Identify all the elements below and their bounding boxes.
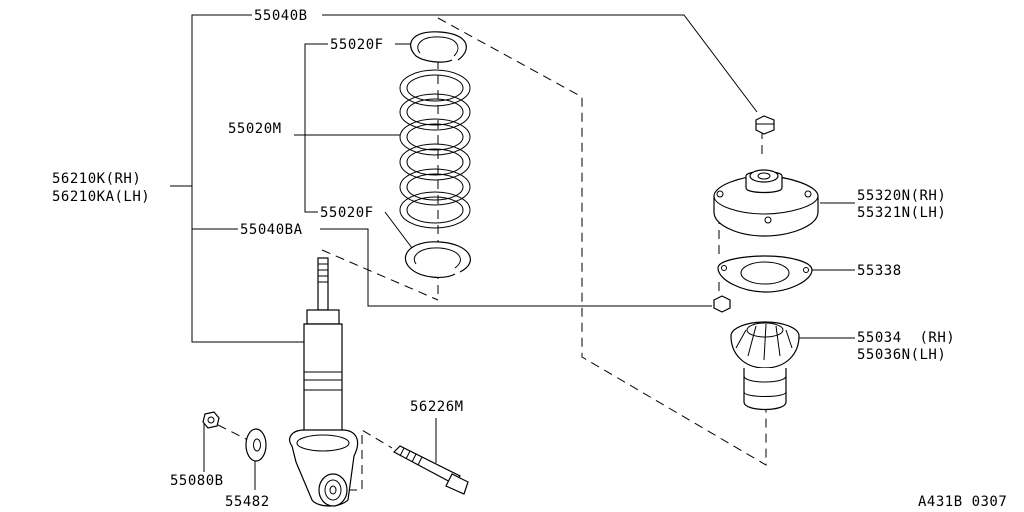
strut-mount (713, 169, 819, 237)
spring-seat-lower-leader (384, 211, 413, 249)
label-55080b: 55080B (170, 473, 224, 489)
gasket-55338 (717, 255, 813, 293)
alignment-dashes (217, 17, 767, 491)
dash-strut-to-bolt (348, 429, 393, 491)
washer-55482 (245, 428, 267, 462)
nut-55040ba (713, 295, 731, 313)
bound-bumper (730, 321, 800, 411)
label-55320n-rh: 55320N(RH) (857, 188, 946, 204)
diagram-id: A431B 0307 (918, 494, 1007, 510)
coil-spring (399, 69, 471, 229)
label-56210ka-lh: 56210KA(LH) (52, 189, 150, 205)
label-55040b: 55040B (254, 8, 308, 24)
leader-lines (170, 14, 855, 490)
label-55020f-upper: 55020F (330, 37, 384, 53)
dash-nut-to-washer (217, 424, 249, 441)
label-55321n-lh: 55321N(LH) (857, 205, 946, 221)
dash-rod-to-spring (321, 249, 439, 301)
label-55040ba: 55040BA (240, 222, 303, 238)
label-56226m: 56226M (410, 399, 464, 415)
label-55482: 55482 (225, 494, 270, 510)
label-56210k-rh: 56210K(RH) (52, 171, 141, 187)
bolt-56226m (393, 445, 469, 495)
label-55036n-lh: 55036N(LH) (857, 347, 946, 363)
spring-bracket-line (304, 43, 328, 213)
label-55338: 55338 (857, 263, 902, 279)
label-55020f-lower: 55020F (320, 205, 374, 221)
bound-nut-upper-leader (322, 14, 758, 113)
strut-assembly (289, 257, 359, 507)
bound-nut-lower-leader (320, 228, 712, 307)
mount-nut (755, 115, 775, 135)
label-55020m: 55020M (228, 121, 282, 137)
strut-bracket-line (191, 14, 312, 343)
lower-spring-seat (404, 241, 471, 278)
dash-spring-to-bumper (437, 17, 767, 466)
nut-55080b (202, 411, 220, 429)
upper-spring-seat (410, 31, 467, 63)
label-55034-rh: 55034 (RH) (857, 330, 955, 346)
